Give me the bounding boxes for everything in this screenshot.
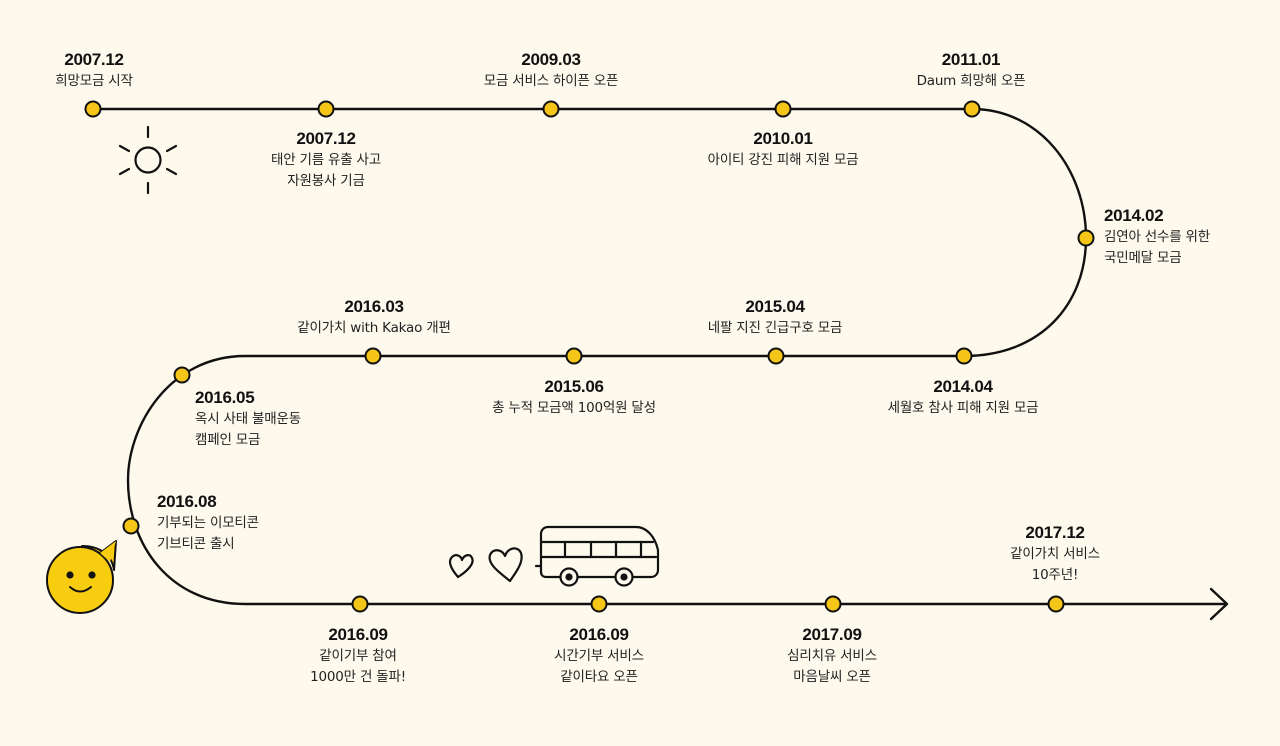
event-2014-02: 2014.02 김연아 선수를 위한 국민메달 모금 xyxy=(1104,205,1264,269)
event-text: 기부되는 이모티콘 xyxy=(157,515,259,531)
event-text: 자원봉사 기금 xyxy=(287,173,365,189)
event-date: 2016.03 xyxy=(344,297,404,316)
event-text: 세월호 참사 피해 지원 모금 xyxy=(887,400,1039,416)
event-text: 캠페인 모금 xyxy=(195,432,261,448)
timeline-node xyxy=(565,347,583,365)
timeline-node xyxy=(1077,229,1095,247)
event-text: 10주년! xyxy=(1031,567,1079,583)
timeline-node xyxy=(767,347,785,365)
timeline-node xyxy=(364,347,382,365)
event-text: 마음날씨 오픈 xyxy=(793,669,871,685)
timeline-node xyxy=(173,366,191,384)
timeline-node xyxy=(542,100,560,118)
event-2007-12-start: 2007.12 희망모금 시작 xyxy=(23,49,165,92)
event-2016-09-time: 2016.09 시간기부 서비스 같이타요 오픈 xyxy=(523,624,675,688)
event-date: 2016.09 xyxy=(569,625,629,644)
event-2016-08: 2016.08 기부되는 이모티콘 기브티콘 출시 xyxy=(157,491,317,555)
event-text: 총 누적 모금액 100억원 달성 xyxy=(492,400,656,416)
event-text: 같이기부 참여 xyxy=(319,648,397,664)
event-date: 2014.02 xyxy=(1104,206,1164,225)
event-text: 희망모금 시작 xyxy=(55,73,133,89)
event-date: 2017.12 xyxy=(1025,523,1085,542)
event-text: 네팔 지진 긴급구호 모금 xyxy=(707,320,843,336)
event-text: 같이타요 오픈 xyxy=(560,669,638,685)
event-2011-01: 2011.01 Daum 희망해 오픈 xyxy=(891,49,1051,92)
event-text: Daum 희망해 오픈 xyxy=(916,73,1026,89)
event-2007-12-taean: 2007.12 태안 기름 유출 사고 자원봉사 기금 xyxy=(236,128,416,192)
timeline-node xyxy=(1047,595,1065,613)
event-text: 태안 기름 유출 사고 xyxy=(270,152,382,168)
event-date: 2017.09 xyxy=(802,625,862,644)
event-text: 같이가치 서비스 xyxy=(1010,546,1100,562)
event-text: 아이티 강진 피해 지원 모금 xyxy=(707,152,859,168)
event-date: 2016.08 xyxy=(157,492,217,511)
event-2010-01: 2010.01 아이티 강진 피해 지원 모금 xyxy=(672,128,894,171)
event-2016-09-donation: 2016.09 같이기부 참여 1000만 건 돌파! xyxy=(283,624,433,688)
event-2017-12: 2017.12 같이가치 서비스 10주년! xyxy=(980,522,1130,586)
event-2015-04: 2015.04 네팔 지진 긴급구호 모금 xyxy=(672,296,878,339)
event-date: 2010.01 xyxy=(753,129,813,148)
event-date: 2007.12 xyxy=(64,50,124,69)
event-text: 김연아 선수를 위한 xyxy=(1104,229,1210,245)
event-2016-03: 2016.03 같이가치 with Kakao 개편 xyxy=(268,296,480,339)
smiley-speech-bubble-icon xyxy=(46,540,117,614)
event-text: 1000만 건 돌파! xyxy=(310,669,406,685)
event-text: 옥시 사태 불매운동 xyxy=(195,411,301,427)
event-text: 국민메달 모금 xyxy=(1104,250,1182,266)
event-date: 2011.01 xyxy=(941,50,1001,69)
bus-icon xyxy=(534,525,660,587)
sun-icon xyxy=(118,125,178,195)
timeline-node xyxy=(84,100,102,118)
timeline-node xyxy=(955,347,973,365)
timeline-path xyxy=(93,107,1225,606)
event-2009-03: 2009.03 모금 서비스 하이픈 오픈 xyxy=(451,49,651,92)
event-date: 2016.09 xyxy=(328,625,388,644)
timeline-node xyxy=(774,100,792,118)
heart-icon xyxy=(448,547,523,583)
event-2016-05: 2016.05 옥시 사태 불매운동 캠페인 모금 xyxy=(195,387,355,451)
event-date: 2014.04 xyxy=(933,377,993,396)
event-date: 2009.03 xyxy=(521,50,581,69)
timeline-node xyxy=(351,595,369,613)
timeline-node xyxy=(122,517,140,535)
timeline-node xyxy=(824,595,842,613)
timeline-node xyxy=(963,100,981,118)
arrow-right-icon xyxy=(1209,587,1229,621)
event-2014-04: 2014.04 세월호 참사 피해 지원 모금 xyxy=(852,376,1074,419)
event-text: 심리치유 서비스 xyxy=(787,648,877,664)
event-date: 2015.04 xyxy=(745,297,805,316)
event-2017-09: 2017.09 심리치유 서비스 마음날씨 오픈 xyxy=(757,624,907,688)
event-text: 기브티콘 출시 xyxy=(157,536,235,552)
event-text: 같이가치 with Kakao 개편 xyxy=(297,320,451,336)
timeline-node xyxy=(590,595,608,613)
event-2015-06: 2015.06 총 누적 모금액 100억원 달성 xyxy=(459,376,689,419)
timeline-node xyxy=(317,100,335,118)
event-date: 2016.05 xyxy=(195,388,255,407)
event-date: 2015.06 xyxy=(544,377,604,396)
event-text: 시간기부 서비스 xyxy=(554,648,644,664)
event-text: 모금 서비스 하이픈 오픈 xyxy=(483,73,619,89)
event-date: 2007.12 xyxy=(296,129,356,148)
node-layer xyxy=(84,100,1095,613)
